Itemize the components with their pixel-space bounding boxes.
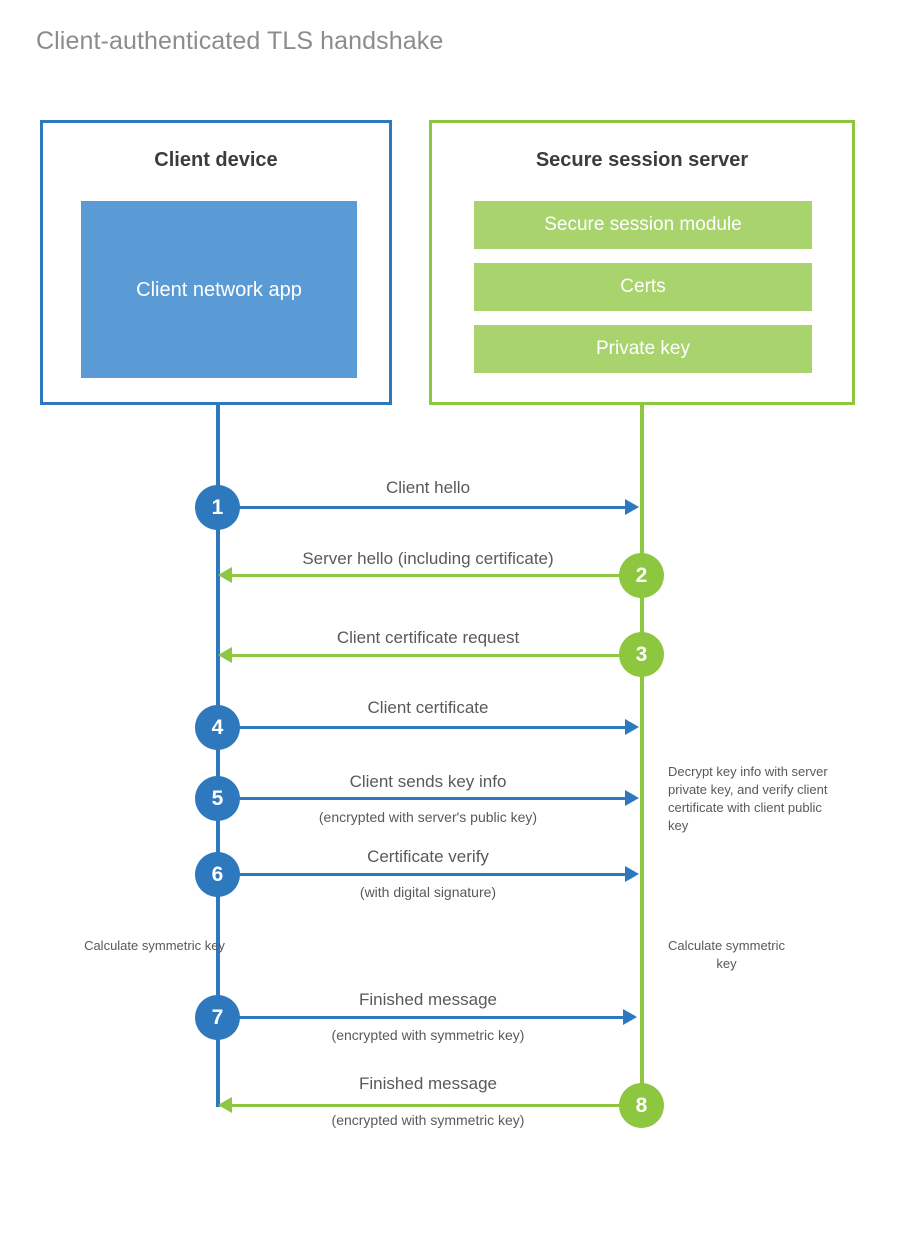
step-5-sublabel: (encrypted with server's public key) — [318, 809, 538, 825]
step-2-label: Server hello (including certificate) — [302, 549, 554, 568]
step-6-sublabel: (with digital signature) — [359, 884, 497, 900]
step-6-label: Certificate verify — [367, 847, 489, 866]
step-7-marker[interactable]: 7 — [195, 995, 240, 1040]
step-3-label: Client certificate request — [336, 628, 520, 647]
client-network-app-block: Client network app — [81, 201, 357, 378]
step-1-label: Client hello — [385, 478, 471, 497]
step-2-marker[interactable]: 2 — [619, 553, 664, 598]
step-8-sublabel: (encrypted with symmetric key) — [331, 1112, 525, 1128]
step-8-marker[interactable]: 8 — [619, 1083, 664, 1128]
server-component-secure-session-module: Secure session module — [474, 201, 812, 249]
step-4-label: Client certificate — [367, 698, 489, 717]
step-4-marker[interactable]: 4 — [195, 705, 240, 750]
step-7-label: Finished message — [359, 990, 497, 1009]
secure-session-server-box: Secure session server Secure session mod… — [429, 120, 855, 405]
client-device-title: Client device — [154, 149, 278, 171]
step-8-label: Finished message — [359, 1074, 497, 1093]
step-5-marker[interactable]: 5 — [195, 776, 240, 821]
server-lifeline — [640, 405, 644, 1105]
server-component-private-key: Private key — [474, 325, 812, 373]
page-title: Client-authenticated TLS handshake — [36, 27, 444, 55]
client-calculate-symmetric-key-note: Calculate symmetric key — [84, 938, 225, 953]
client-lifeline — [216, 405, 220, 1107]
server-calculate-symmetric-key-note: Calculate symmetric key — [667, 938, 786, 971]
server-component-certs: Certs — [474, 263, 812, 311]
server-decrypt-note: Decrypt key info with server private key… — [668, 764, 828, 833]
step-1-marker[interactable]: 1 — [195, 485, 240, 530]
step-5-label: Client sends key info — [349, 772, 507, 791]
step-6-marker[interactable]: 6 — [195, 852, 240, 897]
step-3-marker[interactable]: 3 — [619, 632, 664, 677]
step-7-sublabel: (encrypted with symmetric key) — [331, 1027, 525, 1043]
client-device-box: Client device Client network app — [40, 120, 392, 405]
secure-session-server-title: Secure session server — [535, 149, 749, 171]
